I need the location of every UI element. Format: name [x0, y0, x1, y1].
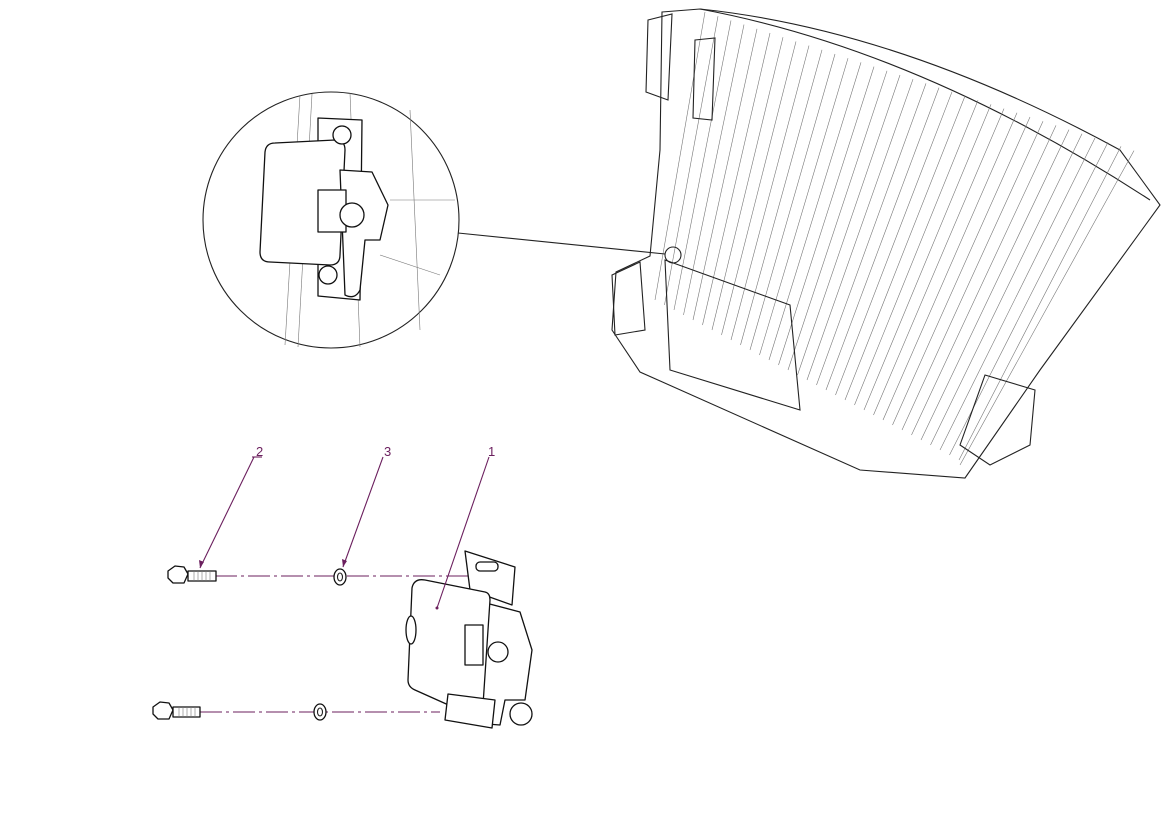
washer-top — [333, 568, 347, 586]
panel-line — [702, 32, 771, 326]
hopper-panel-lines — [654, 11, 1135, 466]
exploded-view — [152, 550, 533, 729]
panel-line — [673, 20, 732, 311]
hopper-grille — [645, 13, 673, 101]
detail-leader-line — [457, 232, 666, 255]
panel-line — [892, 116, 1031, 426]
panel-line — [959, 150, 1135, 466]
panel-line — [958, 146, 1122, 461]
panel-line — [939, 137, 1096, 451]
bolt-bottom — [152, 701, 201, 720]
panel-line — [854, 100, 979, 406]
panel-line — [664, 16, 719, 306]
detail-view — [202, 91, 666, 349]
panel-line — [797, 74, 901, 376]
panel-line — [730, 45, 810, 341]
balloon-label: 3 — [384, 444, 391, 459]
panel-line — [749, 53, 836, 351]
panel-line — [654, 11, 706, 301]
latch-part — [405, 550, 533, 729]
panel-line — [740, 49, 823, 346]
hopper-assembly-view — [611, 8, 1161, 479]
panel-line — [768, 62, 862, 361]
detail-view-circle — [202, 91, 460, 349]
balloon-3: 3 — [342, 444, 391, 568]
panel-line — [882, 112, 1018, 421]
panel-line — [683, 24, 745, 316]
panel-line — [911, 125, 1057, 436]
panel-line — [825, 87, 940, 391]
panel-line — [778, 66, 875, 366]
panel-line — [901, 121, 1044, 431]
balloon-label: 2 — [256, 444, 263, 459]
panel-line — [844, 95, 966, 401]
panel-line — [873, 108, 1005, 416]
panel-line — [949, 142, 1109, 456]
panel-line — [759, 58, 849, 356]
balloon-2: 2 — [199, 444, 263, 569]
balloon-1: 1 — [435, 444, 495, 610]
balloon-label: 1 — [488, 444, 495, 459]
panel-line — [692, 28, 758, 321]
bolt-top — [167, 565, 217, 584]
detail-callout-circle — [664, 246, 682, 264]
panel-line — [721, 41, 797, 336]
panel-line — [806, 79, 914, 381]
panel-line — [787, 70, 888, 371]
panel-line — [930, 133, 1083, 446]
panel-line — [816, 83, 927, 386]
panel-line — [835, 91, 953, 396]
panel-line — [920, 129, 1070, 441]
panel-line — [863, 104, 992, 411]
washer-bottom — [313, 703, 327, 721]
